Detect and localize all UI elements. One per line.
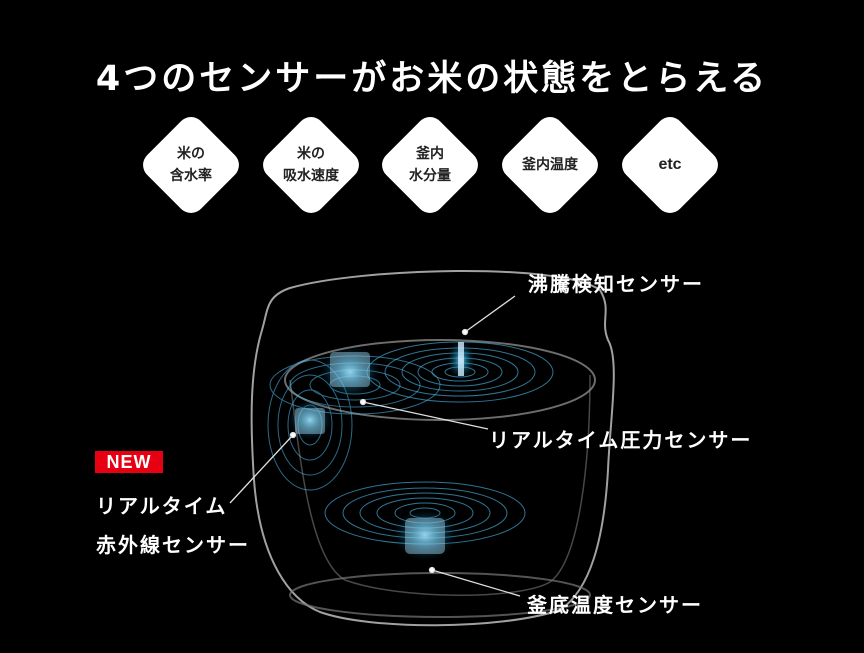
pot-rim	[284, 339, 596, 421]
measurement-line1: 釜内	[416, 146, 444, 162]
measurement-list: 米の含水率 米の吸水速度 釜内水分量 釜内温度 etc	[0, 111, 864, 221]
measurement-line1: 米の	[177, 146, 205, 162]
infrared-sensor-label-line1: リアルタイム	[96, 494, 228, 518]
bottom-temp-sensor-icon	[393, 509, 457, 561]
boiling-sensor-label: 沸騰検知センサー	[528, 272, 704, 296]
measurement-pot-temperature: 釜内温度	[496, 111, 604, 219]
page-title: 4つのセンサーがお米の状態をとらえる	[95, 59, 769, 99]
pressure-sensor-label: リアルタイム圧力センサー	[489, 428, 753, 452]
inner-pot	[289, 374, 591, 596]
measurement-line1: etc	[658, 156, 682, 173]
measurement-line1: 米の	[297, 146, 325, 162]
measurement-line2: 水分量	[409, 168, 451, 184]
measurement-absorption-speed: 米の吸水速度	[257, 111, 365, 219]
measurement-etc: etc	[616, 111, 724, 219]
measurement-water-amount: 釜内水分量	[376, 111, 484, 219]
infrared-sensor-label-line2: 赤外線センサー	[96, 533, 250, 557]
pressure-sensor-icon	[320, 346, 380, 398]
new-badge: NEW	[95, 451, 163, 473]
infrared-sensor-icon	[288, 400, 332, 440]
measurement-line1: 釜内温度	[522, 157, 578, 173]
measurement-line2: 含水率	[170, 168, 212, 184]
bottom-temp-sensor-label: 釜底温度センサー	[527, 593, 703, 617]
cooker-outline	[250, 270, 615, 627]
measurement-line2: 吸水速度	[283, 168, 339, 184]
measurement-rice-moisture: 米の含水率	[137, 111, 245, 219]
